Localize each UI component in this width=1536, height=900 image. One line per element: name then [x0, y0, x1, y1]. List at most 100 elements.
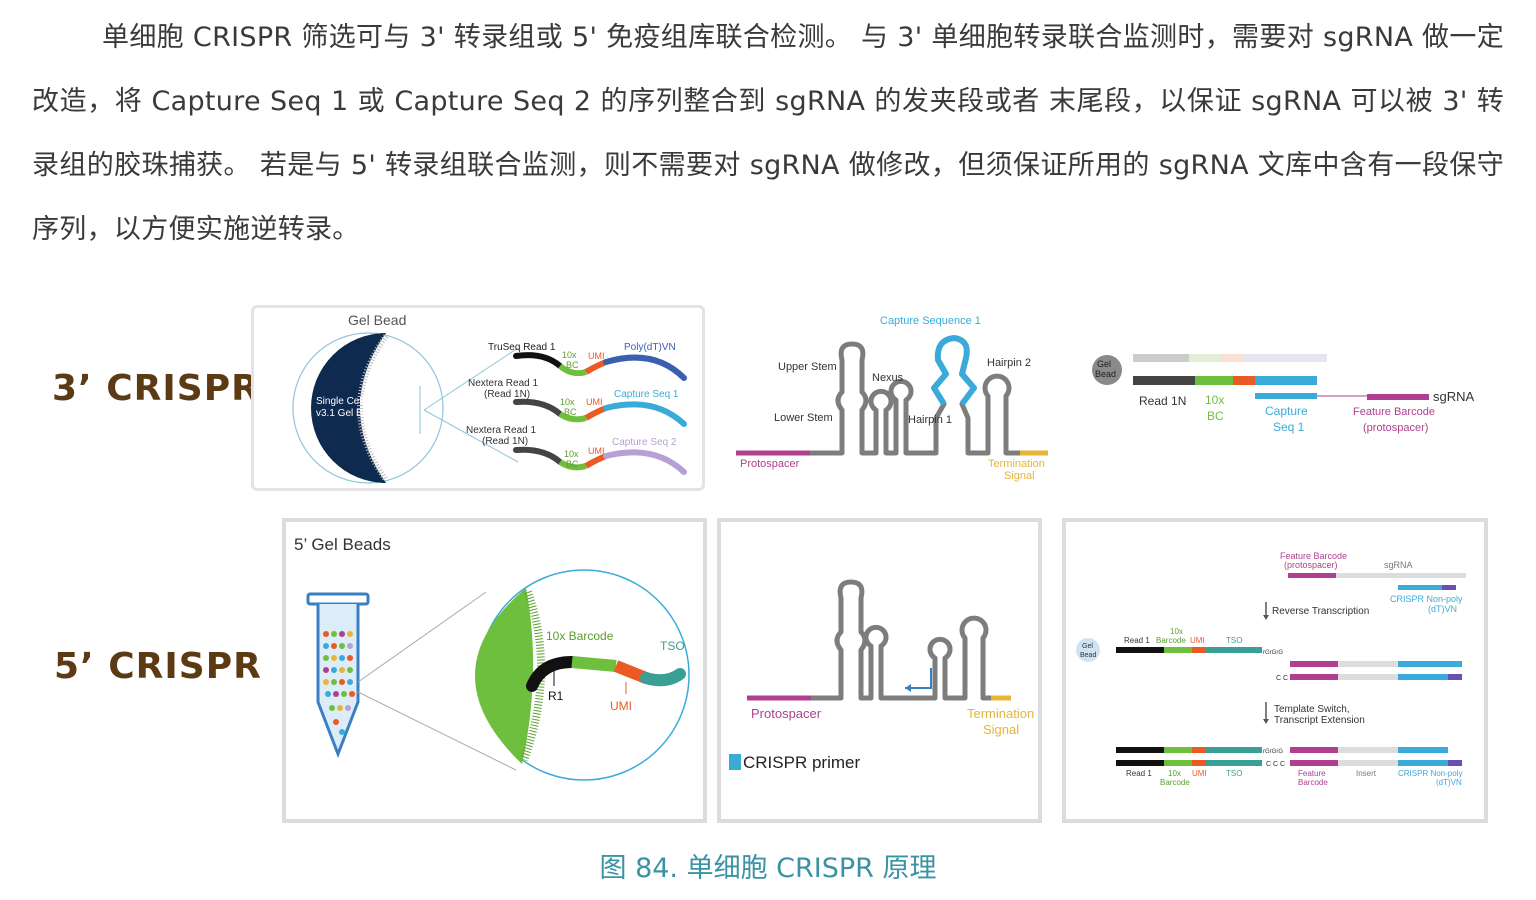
- primer-arrow: [905, 668, 932, 689]
- capture-label: Capture Sequence 1: [880, 315, 981, 327]
- bot-umi-bar-2: [1192, 760, 1206, 766]
- mid-crispr-tail: [1448, 674, 1462, 680]
- figure-caption: 图 84. 单细胞 CRISPR 原理: [599, 853, 937, 884]
- capture-bar: [1255, 376, 1317, 385]
- mid-tso: TSO: [1226, 636, 1242, 645]
- strand2-read-label-b: (Read 1N): [484, 389, 530, 400]
- tenx-label: 10x: [1205, 393, 1224, 407]
- primer-arrow-head: [905, 684, 911, 692]
- top-crispr-bar: [1398, 585, 1454, 590]
- hairpin1-label: Hairpin 1: [908, 414, 952, 426]
- sgrna-label: sgRNA: [1433, 389, 1475, 404]
- strand2-read-label-a: Nextera Read 1: [468, 378, 538, 389]
- mid-crispr-bar-1: [1398, 661, 1462, 667]
- gel-label-b: Bead: [1095, 369, 1116, 379]
- zoom-line-top: [423, 347, 519, 411]
- mid-ccc: C C C: [1276, 675, 1295, 682]
- bot-crispr-b: (dT)VN: [1436, 778, 1462, 787]
- strand3-capture: [603, 449, 687, 475]
- zoom-line-bottom: [423, 409, 519, 463]
- primer-legend-swatch: [729, 754, 741, 770]
- bead-oligo-fringe: [357, 334, 389, 482]
- umi-bar: [1233, 376, 1255, 385]
- top-fb-a: Feature Barcode: [1280, 551, 1347, 561]
- bead-label-line2: v3.1 Gel Bead: [316, 408, 379, 419]
- bot-tso-bar-2: [1206, 760, 1262, 766]
- bot-bc-bar-2: [1164, 760, 1192, 766]
- label-5prime-crispr: 5’ CRISPR: [54, 646, 262, 687]
- r1-segment: [526, 656, 578, 692]
- feature-barcode-bar: [1367, 394, 1429, 400]
- panel-5prime-sgrna: Protospacer Termination Signal CRISPR pr…: [717, 518, 1042, 823]
- strand3-umi-label: UMI: [588, 446, 605, 456]
- panel-5prime-rt: Feature Barcode (protospacer) sgRNA CRIS…: [1062, 518, 1488, 823]
- tso-label: TSO: [660, 639, 685, 653]
- lower-stem-label: Lower Stem: [774, 412, 833, 424]
- bot-ccc: C C C: [1266, 761, 1285, 768]
- bead-core: [311, 333, 386, 483]
- bot-tso: TSO: [1226, 769, 1242, 778]
- strand1-polydt: [603, 354, 687, 381]
- strand2-capture: [603, 401, 687, 427]
- gel-bead-icon: [1076, 638, 1100, 662]
- mid-insert-bar-1: [1338, 661, 1398, 667]
- umi-label: UMI: [610, 699, 632, 713]
- hairpin2-label: Hairpin 2: [987, 357, 1031, 369]
- bot-fb-bar-2: [1290, 760, 1338, 766]
- zoom-line-bottom: [357, 691, 517, 771]
- r1-label: R1: [548, 689, 564, 703]
- strand1-read-label: TruSeq Read 1: [488, 342, 556, 353]
- bot-crispr-bar-1: [1398, 747, 1448, 753]
- top-sgrna: sgRNA: [1384, 560, 1413, 570]
- panel-3prime-sgrna-structure: Capture Sequence 1 Upper Stem Nexus Hair…: [730, 300, 1070, 492]
- mid-umi-bar: [1192, 647, 1206, 653]
- strand1-umi: [584, 359, 608, 375]
- body-paragraph: 单细胞 CRISPR 筛选可与 3' 转录组或 5' 免疫组库联合检测。 与 3…: [32, 22, 1504, 245]
- label-3prime-crispr: 3’ CRISPR: [52, 368, 260, 409]
- strand2-umi-label: UMI: [586, 397, 603, 407]
- strand3-bc: [558, 459, 587, 471]
- mid-fb-bar-1: [1290, 661, 1338, 667]
- barcode-segment: [571, 656, 617, 672]
- bot-umi: UMI: [1192, 769, 1207, 778]
- sgrna-backbone: [811, 579, 991, 701]
- termination-label-b: Signal: [983, 722, 1019, 737]
- ts-label-a: Template Switch,: [1274, 704, 1350, 715]
- mid-insert-bar-2: [1338, 674, 1398, 680]
- tube-beads: [323, 631, 355, 735]
- rt-arrow-head: [1263, 615, 1269, 620]
- top-crispr-a: CRISPR Non-poly: [1390, 594, 1463, 604]
- rt-label: Reverse Transcription: [1272, 606, 1369, 617]
- ghost-tail: [1243, 354, 1327, 362]
- top-sgrna-bar: [1336, 573, 1466, 578]
- rt-5p-figure: Feature Barcode (protospacer) sgRNA CRIS…: [1076, 551, 1466, 787]
- gel-a: Gel: [1082, 643, 1093, 650]
- read1n-bar: [1133, 376, 1195, 385]
- panel-3prime-capture: Gel Bead Read 1N 10x BC Capture Seq 1 sg…: [1085, 340, 1485, 445]
- strand3-read: [513, 446, 563, 465]
- mid-crispr-bar-2: [1398, 674, 1448, 680]
- bot-crispr-bar-2: [1398, 760, 1448, 766]
- strand3-tail-label: Capture Seq 2: [612, 437, 677, 448]
- bot-fb-bar-1: [1290, 747, 1338, 753]
- termination-label-b: Signal: [1004, 470, 1035, 482]
- bot-rgrgrg: rGrGrG: [1263, 749, 1283, 755]
- capture-bar-2: [1255, 393, 1317, 399]
- bot-tso-bar-1: [1206, 747, 1262, 753]
- tso-segment: [640, 668, 686, 687]
- top-fb-b: (protospacer): [1284, 560, 1338, 570]
- bot-tenx: 10x: [1168, 769, 1181, 778]
- ghost-read: [1133, 354, 1189, 362]
- strand1-umi-label: UMI: [588, 351, 605, 361]
- bot-fb-a: Feature: [1298, 769, 1326, 778]
- panel-3prime-gel-bead: Gel Bead Single Cell 3’ v3.1 Gel Bead Tr…: [251, 305, 705, 491]
- gel-bead-3p-figure: Gel Bead Single Cell 3’ v3.1 Gel Bead Tr…: [292, 312, 687, 484]
- bc-label: BC: [1207, 409, 1224, 423]
- mid-read1: Read 1: [1124, 636, 1150, 645]
- bot-read1-bar-2: [1116, 760, 1164, 766]
- mid-tso-bar: [1206, 647, 1262, 653]
- termination-label-a: Termination: [967, 706, 1034, 721]
- gel-label-a: Gel: [1097, 359, 1111, 369]
- gel-beads-title: 5’ Gel Beads: [294, 535, 391, 554]
- strand1-10x: 10x: [562, 350, 577, 360]
